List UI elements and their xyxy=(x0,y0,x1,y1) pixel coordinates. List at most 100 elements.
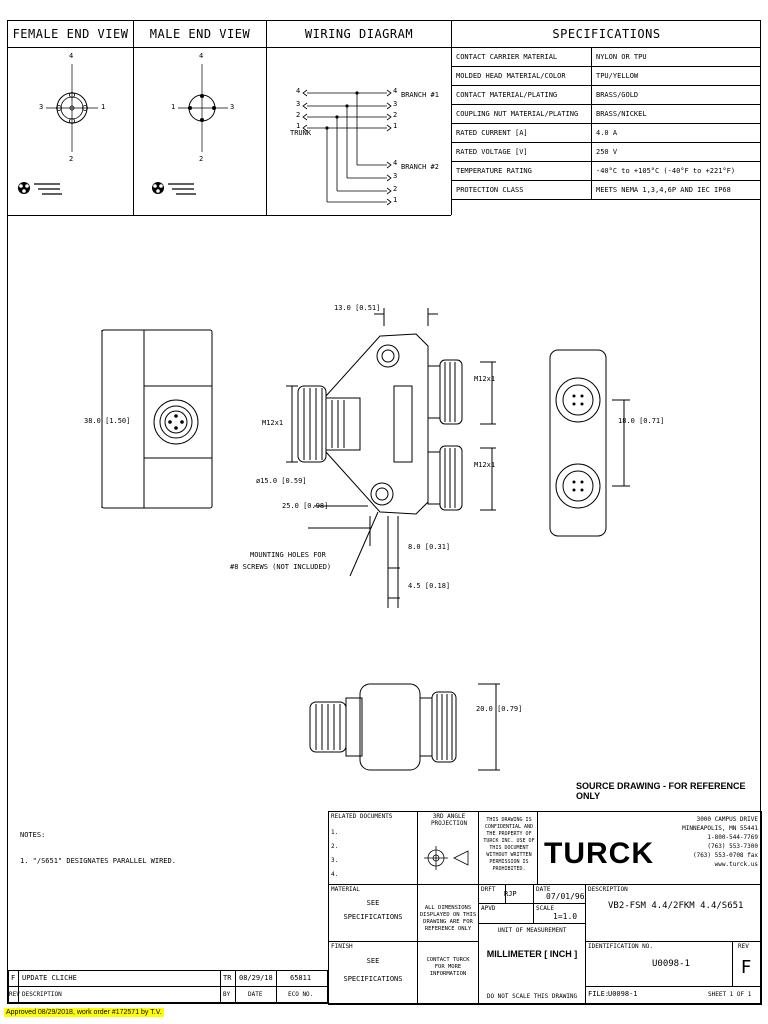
finish-see: SEE xyxy=(366,957,380,965)
revision-header-row xyxy=(8,986,328,1003)
dim-18: 18.0 [0.71] xyxy=(618,417,665,425)
contact-note: CONTACT TURCK FOR MORE INFORMATION xyxy=(426,957,470,977)
branch2-pin-3: 3 xyxy=(393,172,398,180)
divider xyxy=(276,970,277,1003)
dim-25: 25.0 [0.98] xyxy=(282,502,329,510)
material-specifications: SPECIFICATIONS xyxy=(343,913,403,921)
female-pin-2: 2 xyxy=(69,155,74,163)
divider xyxy=(266,21,267,215)
drft-value: RJP xyxy=(504,890,517,898)
branch1-label: BRANCH #1 xyxy=(401,91,439,99)
revision-by: TR xyxy=(223,974,232,982)
divider xyxy=(235,970,236,1003)
female-pin-3: 3 xyxy=(39,103,44,111)
male-pin-2: 2 xyxy=(199,155,204,163)
contact-cell xyxy=(417,941,479,1005)
approval-stamp: Approved 08/29/2018, work order #172571 … xyxy=(4,1008,164,1017)
revision-header-description: DESCRIPTION xyxy=(22,991,62,998)
revision-description: UPDATE CLICHE xyxy=(22,974,77,982)
related-doc-3: 3. xyxy=(331,857,339,864)
related-doc-4: 4. xyxy=(331,871,339,878)
trunk-pin-3: 3 xyxy=(296,100,301,108)
male-pin-4: 4 xyxy=(199,52,204,60)
unit-label: UNIT OF MEASUREMENT xyxy=(497,927,567,934)
finish-cell xyxy=(328,941,418,1005)
finish-label: FINISH xyxy=(331,943,353,950)
turck-mark-icon xyxy=(152,182,196,195)
dim-8: 8.0 [0.31] xyxy=(408,543,451,551)
description-label: DESCRIPTION xyxy=(588,886,628,893)
sheet-label: SHEET 1 OF 1 xyxy=(708,991,752,998)
rev-value: F xyxy=(741,957,752,978)
date-value: 07/01/96 xyxy=(546,892,585,901)
all-dims-note: ALL DIMENSIONS DISPLAYED ON THIS DRAWING… xyxy=(419,905,477,932)
trunk-pin-4: 4 xyxy=(296,87,301,95)
dim-m12-top: M12x1 xyxy=(474,375,496,383)
branch2-pin-1: 1 xyxy=(393,196,398,204)
branch2-pin-2: 2 xyxy=(393,185,398,193)
revision-header-by: BY xyxy=(223,991,231,998)
divider xyxy=(220,970,221,1003)
finish-specifications: SPECIFICATIONS xyxy=(343,975,403,983)
source-drawing-note: SOURCE DRAWING - FOR REFERENCE ONLY xyxy=(576,781,746,801)
revision-eco: 65811 xyxy=(290,974,312,982)
dim-38: 38.0 [1.50] xyxy=(84,417,131,425)
branch1-pin-1: 1 xyxy=(393,122,398,130)
branch1-pin-2: 2 xyxy=(393,111,398,119)
ident-value: U0098-1 xyxy=(652,959,690,969)
male-end-view-drawing xyxy=(152,64,228,195)
wiring-diagram-drawing xyxy=(302,89,392,206)
mounting-note: MOUNTING HOLES FOR xyxy=(250,551,326,559)
projection-symbol-icon xyxy=(424,846,469,870)
wiring-diagram-header: WIRING DIAGRAM xyxy=(267,21,451,48)
revision-date: 08/29/18 xyxy=(239,974,273,982)
female-end-view-drawing xyxy=(18,64,98,195)
trunk-pin-1: 1 xyxy=(296,122,301,130)
notes-title: NOTES: xyxy=(20,831,46,839)
scale-value: 1=1.0 xyxy=(553,912,578,921)
divider xyxy=(133,21,134,215)
divider xyxy=(451,21,452,215)
related-doc-1: 1. xyxy=(331,829,339,836)
date-label: DATE xyxy=(536,886,551,893)
material-see: SEE xyxy=(366,899,380,907)
related-docs-cell xyxy=(328,811,418,885)
file-label: FILE: xyxy=(588,990,610,998)
connector-drawing xyxy=(101,308,630,771)
male-pin-1: 1 xyxy=(171,103,176,111)
material-label: MATERIAL xyxy=(331,886,360,893)
file-cell xyxy=(585,986,762,1005)
apvd-label: APVD xyxy=(481,905,496,912)
revision-header-rev: REV xyxy=(9,991,20,998)
confidential-cell xyxy=(478,811,538,885)
spec-row: RATED VOLTAGE [V]250 V xyxy=(452,143,761,162)
rev-label: REV xyxy=(738,943,749,950)
divider xyxy=(8,215,451,216)
female-pin-1: 1 xyxy=(101,103,106,111)
male-pin-3: 3 xyxy=(230,103,235,111)
revision-letter: F xyxy=(11,974,16,982)
divider xyxy=(18,970,19,1003)
dim-4-5: 4.5 [0.18] xyxy=(408,582,451,590)
male-end-view-header: MALE END VIEW xyxy=(134,21,266,48)
file-value: U0098-1 xyxy=(608,990,638,998)
branch2-pin-4: 4 xyxy=(393,159,398,167)
revision-header-eco: ECO NO. xyxy=(288,991,314,998)
female-end-view-header: FEMALE END VIEW xyxy=(8,21,133,48)
drawing-sheet: FEMALE END VIEW MALE END VIEW WIRING DIA… xyxy=(7,20,762,1005)
drft-label: DRFT xyxy=(481,886,496,893)
dim-15: ø15.0 [0.59] xyxy=(256,477,307,485)
related-doc-2: 2. xyxy=(331,843,339,850)
unit-value: MILLIMETER [ INCH ] xyxy=(486,949,578,959)
spec-row: TEMPERATURE RATING-40°C to +105°C (-40°F… xyxy=(452,162,761,181)
ident-label: IDENTIFICATION NO. xyxy=(588,943,654,950)
dim-m12-left: M12x1 xyxy=(262,419,284,427)
female-pin-4: 4 xyxy=(69,52,74,60)
mounting-note-2: #8 SCREWS (NOT INCLUDED) xyxy=(230,563,332,571)
